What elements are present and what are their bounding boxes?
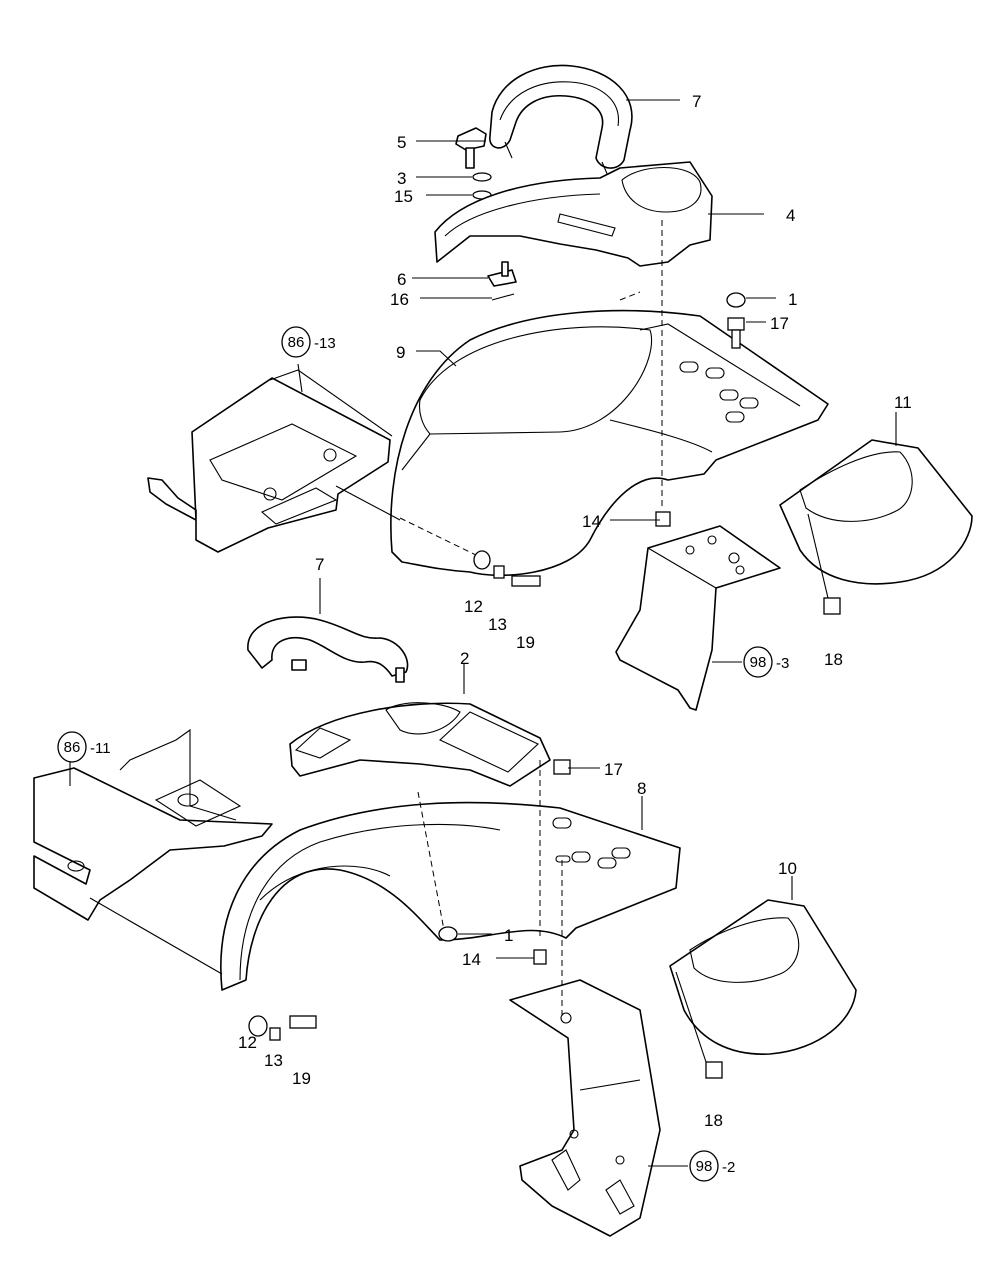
cover-upper [434,161,713,267]
callout-6: 6 [397,270,406,289]
callout-8: 8 [637,779,646,798]
bolt [533,949,547,965]
svg-text:98: 98 [750,654,767,671]
bolt [655,511,671,527]
spacer [473,550,491,570]
callout-13: 13 [488,615,507,634]
callout-17: 17 [770,314,789,333]
bolt [553,759,571,775]
callout-18: 18 [704,1111,723,1130]
callout-7: 7 [692,92,701,111]
callout-18: 18 [824,650,843,669]
callout-4: 4 [786,206,795,225]
callout-11: 11 [894,393,912,412]
cover-lower [289,702,551,787]
pin [491,293,515,301]
frame-rail-lower [33,728,273,921]
frame-bracket-upper [147,369,393,553]
callout-2: 2 [460,649,469,668]
callout-14: 14 [582,512,601,531]
svg-text:-13: -13 [314,335,336,352]
callout-16: 16 [390,290,409,309]
bolt-shank [731,329,741,349]
ref-98-2: 98 -2 [689,1150,735,1182]
svg-text:86: 86 [64,739,81,756]
callout-13: 13 [264,1051,283,1070]
svg-text:-3: -3 [776,655,789,672]
bolt [511,575,541,587]
grip-lower [247,616,409,683]
collar [493,565,505,579]
spacer [248,1015,268,1037]
frame-bracket-right [615,525,781,711]
callout-3: 3 [397,169,406,188]
callout-14: 14 [462,950,481,969]
bolt [727,317,745,331]
bolt [823,597,841,615]
svg-text:-11: -11 [90,740,111,757]
fender-lower [220,801,681,991]
callout-1: 1 [504,926,513,945]
knob [455,127,487,169]
frame-bracket-lower [509,979,661,1237]
washer [472,172,492,182]
callout-9: 9 [396,343,405,362]
bracket-tab [501,261,509,277]
nut [438,926,458,942]
callout-17: 17 [604,760,623,779]
svg-text:-2: -2 [722,1159,735,1176]
callout-1: 1 [788,290,797,309]
svg-text:86: 86 [288,334,305,351]
callout-15: 15 [394,187,413,206]
callout-7: 7 [315,555,324,574]
bolt [705,1061,723,1079]
collar [269,1027,281,1041]
callout-19: 19 [292,1069,311,1088]
callout-12: 12 [238,1033,257,1052]
callout-10: 10 [778,859,797,878]
callout-19: 19 [516,633,535,652]
grip-upper [489,64,633,177]
callout-5: 5 [397,133,406,152]
ref-98-3: 98 -3 [743,646,789,678]
box-lower [669,899,857,1055]
nut [726,292,746,308]
ref-86-11: 86 -11 [57,731,111,763]
ref-86-13: 86 -13 [281,326,336,358]
fender-upper [390,309,829,577]
bolt [289,1015,317,1029]
callout-12: 12 [464,597,483,616]
svg-text:98: 98 [696,1158,713,1175]
box-upper [779,439,973,585]
